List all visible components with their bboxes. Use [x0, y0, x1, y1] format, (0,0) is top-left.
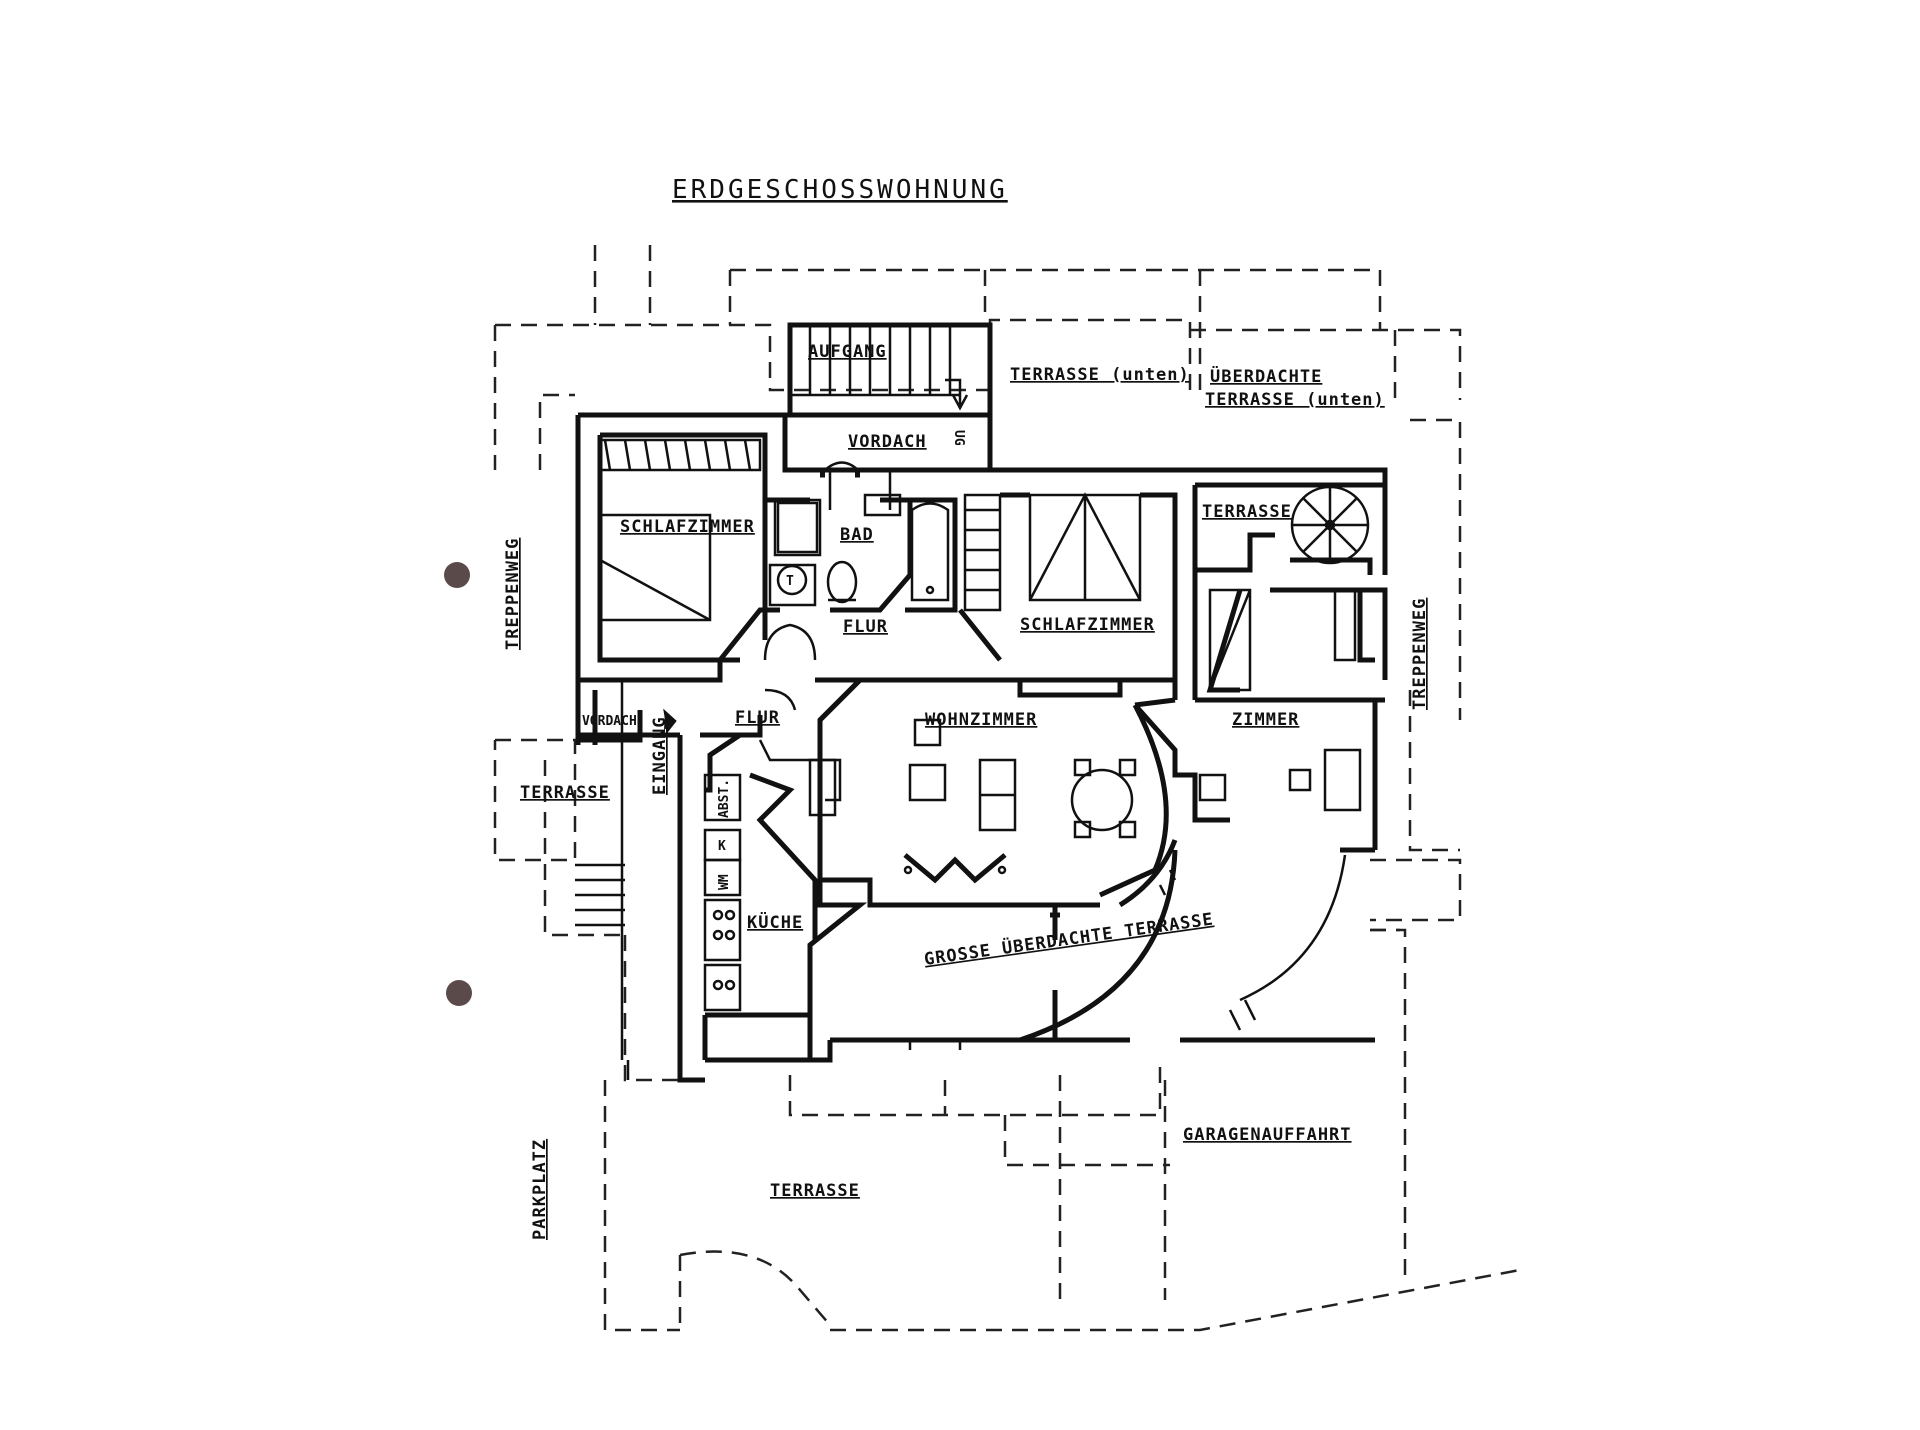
label-wm: WM — [717, 874, 732, 890]
dashed-outlines — [493, 245, 1521, 1332]
label-bad: BAD — [840, 525, 874, 545]
label-vordach-top: VORDACH — [848, 432, 927, 452]
label-k: K — [718, 839, 726, 854]
label-terrasse-bottom: TERRASSE — [770, 1181, 860, 1201]
label-terrasse-unten: TERRASSE (unten) — [1010, 365, 1190, 385]
label-kueche: KÜCHE — [747, 911, 803, 933]
label-flur-top: FLUR — [843, 617, 888, 637]
label-treppenweg-right: TREPPENWEG — [1410, 598, 1430, 710]
label-grosse-terrasse: GROSSE ÜBERDACHTE TERRASSE — [923, 908, 1215, 970]
label-vordach-left: VORDACH — [582, 714, 637, 729]
building-walls — [575, 322, 1388, 1083]
entrance-arrow — [664, 712, 676, 730]
label-terrasse-left: TERRASSE — [520, 783, 610, 803]
label-schlafzimmer-mid: SCHLAFZIMMER — [1020, 615, 1155, 635]
label-flur-mid: FLUR — [735, 708, 780, 728]
label-terrasse-small: TERRASSE — [1202, 502, 1292, 522]
label-ueberdachte: ÜBERDACHTE — [1210, 365, 1322, 387]
label-wohnzimmer: WOHNZIMMER — [925, 710, 1037, 730]
label-treppenweg-left: TREPPENWEG — [503, 538, 523, 650]
label-abst: ABST. — [717, 779, 732, 818]
label-ug: UG — [951, 430, 966, 446]
label-ueberdachte-terrasse: TERRASSE (unten) — [1205, 390, 1385, 410]
label-aufgang: AUFGANG — [808, 342, 887, 362]
label-parkplatz: PARKPLATZ — [530, 1139, 550, 1240]
label-schlafzimmer-left: SCHLAFZIMMER — [620, 517, 755, 537]
plan-title: ERDGESCHOSSWOHNUNG — [672, 175, 1008, 205]
label-eingang: EINGANG — [650, 716, 670, 795]
label-zimmer: ZIMMER — [1232, 710, 1299, 730]
label-garagenauffahrt: GARAGENAUFFAHRT — [1183, 1125, 1352, 1145]
punch-holes — [444, 562, 472, 1006]
label-wc: T — [786, 574, 794, 589]
